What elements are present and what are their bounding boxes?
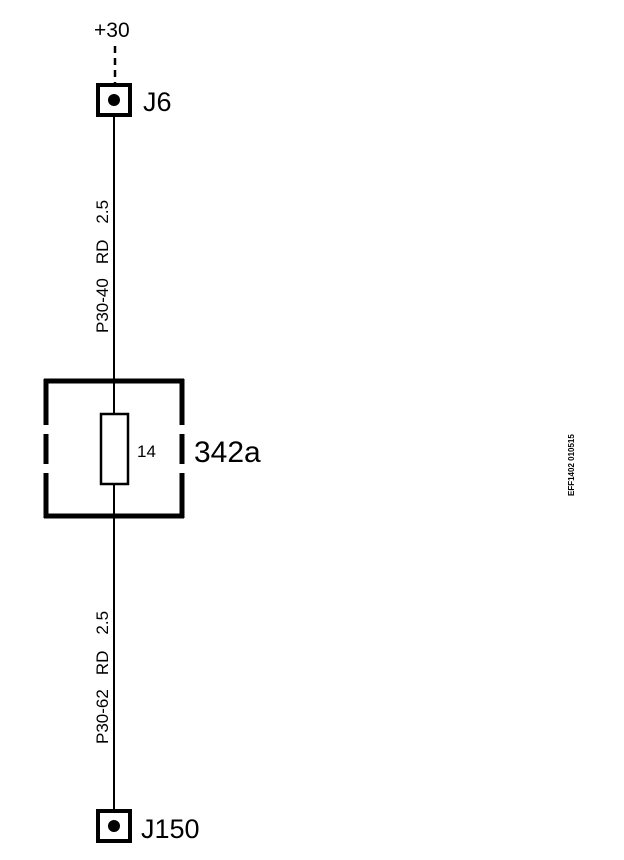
fuse-number: 14 (137, 442, 156, 461)
connector-j6-dot (108, 94, 120, 106)
lower-wire-circuit: P30-62 (93, 689, 112, 744)
upper-wire-size: 2.5 (93, 200, 112, 224)
lower-wire-color: RD (93, 651, 112, 676)
connector-j6 (96, 83, 132, 117)
figure-code: EFF1402 010515 (567, 434, 576, 496)
connector-j6-label: J6 (143, 87, 172, 117)
upper-wire-label: P30-40 RD 2.5 (93, 200, 112, 333)
connector-j150-box (96, 809, 132, 843)
fuse-element (99, 412, 130, 486)
upper-wire-circuit: P30-40 (93, 278, 112, 333)
fuse-box-label: 342a (194, 436, 261, 469)
connector-j150 (96, 809, 132, 843)
lower-wire-size: 2.5 (93, 611, 112, 635)
upper-wire-color: RD (93, 240, 112, 265)
supply-label: +30 (94, 19, 130, 42)
lower-wire-label: P30-62 RD 2.5 (93, 611, 112, 744)
connector-j150-label: J150 (141, 814, 200, 844)
connector-j150-dot (108, 820, 120, 832)
